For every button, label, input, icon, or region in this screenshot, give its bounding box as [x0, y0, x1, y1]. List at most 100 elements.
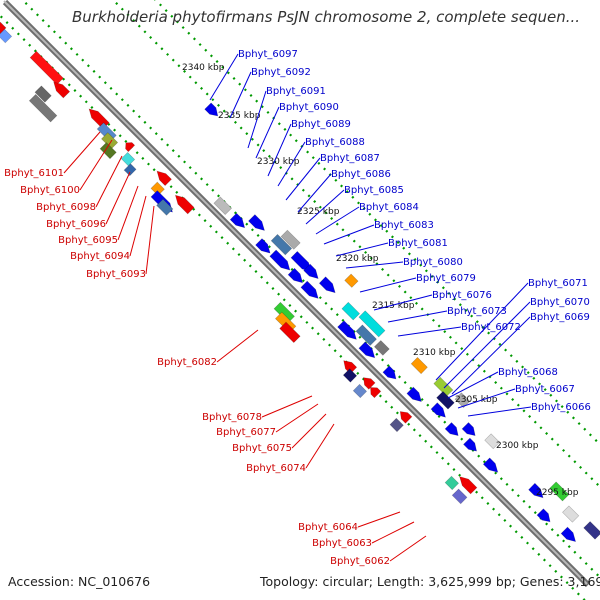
topology-text: Topology: circular; Length: 3,625,999 bp… [260, 574, 600, 589]
forward-gene-label: Bphyt_6088 [305, 137, 365, 148]
forward-gene-labels: Bphyt_6097Bphyt_6092Bphyt_6091Bphyt_6090… [209, 49, 591, 417]
kbp-scale-label: 2325 kbp [297, 207, 340, 217]
reverse-gene-label: Bphyt_6096 [46, 219, 106, 230]
gene-box [352, 383, 368, 399]
gene-box [270, 233, 293, 256]
kbp-scale-label: 2315 kbp [372, 301, 415, 311]
gene-box [444, 475, 460, 491]
forward-leader-line [315, 206, 360, 235]
forward-leader-line [451, 316, 531, 395]
gene-box [436, 390, 455, 410]
gene-box [156, 198, 174, 216]
forward-gene-arrow [406, 386, 422, 403]
accession-text: Accession: NC_010676 [8, 574, 151, 589]
gene-box [341, 301, 361, 321]
forward-leader-line [297, 173, 332, 213]
forward-gene-label: Bphyt_6070 [530, 297, 590, 308]
kbp-scale-label: 2305 kbp [455, 395, 498, 405]
forward-gene-label: Bphyt_6067 [515, 384, 575, 395]
gene-box [120, 151, 136, 167]
reverse-gene-arrow [125, 142, 136, 153]
gene-box [99, 142, 117, 160]
forward-gene-arrow [248, 214, 265, 231]
reverse-leader-line [79, 139, 113, 191]
reverse-leader-line [216, 329, 259, 363]
reverse-leader-line [63, 131, 101, 174]
forward-gene-arrow [269, 249, 291, 271]
forward-gene-arrow [444, 422, 459, 436]
backbone-highlight [3, 0, 588, 585]
reverse-gene-label: Bphyt_6094 [70, 251, 130, 262]
gene-box [433, 376, 454, 397]
forward-gene-label: Bphyt_6084 [359, 202, 419, 213]
forward-leader-line [457, 388, 516, 409]
gene-box [355, 324, 377, 346]
reverse-gene-label: Bphyt_6075 [232, 443, 292, 454]
forward-gene-arrow [528, 482, 544, 499]
gene-box [28, 93, 58, 123]
reverse-gene-label: Bphyt_6078 [202, 412, 262, 423]
forward-gene-label: Bphyt_6072 [461, 322, 521, 333]
reverse-leader-line [389, 535, 427, 562]
forward-gene-label: Bphyt_6097 [238, 49, 298, 60]
forward-gene-label: Bphyt_6076 [432, 290, 492, 301]
gene-box [344, 273, 359, 288]
forward-leader-line [285, 157, 321, 201]
reverse-gene-label: Bphyt_6093 [86, 269, 146, 280]
reverse-leader-line [291, 413, 327, 449]
forward-leader-line [387, 310, 448, 323]
forward-gene-label: Bphyt_6073 [447, 306, 507, 317]
forward-gene-arrow [560, 526, 577, 543]
kbp-scale-label: 2320 kbp [336, 254, 379, 264]
forward-leader-line [435, 282, 529, 381]
forward-gene-arrow [300, 280, 319, 299]
reverse-gene-label: Bphyt_6095 [58, 235, 118, 246]
kbp-scale-label: 2310 kbp [413, 348, 456, 358]
forward-leader-line [443, 301, 531, 389]
forward-leader-line [247, 90, 267, 149]
forward-gene-label: Bphyt_6086 [331, 169, 391, 180]
forward-gene-label: Bphyt_6089 [291, 119, 351, 130]
forward-gene-arrow [358, 341, 376, 359]
forward-gene-label: Bphyt_6083 [374, 220, 434, 231]
reverse-gene-label: Bphyt_6100 [20, 185, 80, 196]
forward-gene-arrow [229, 212, 246, 229]
reverse-gene-arrow [399, 411, 413, 424]
forward-gene-label: Bphyt_6092 [251, 67, 311, 78]
forward-gene-arrow [337, 320, 357, 340]
forward-gene-arrow [461, 422, 476, 436]
forward-gene-label: Bphyt_6090 [279, 102, 339, 113]
reverse-leader-line [275, 403, 319, 433]
gene-box [451, 488, 468, 505]
gene-box [410, 356, 428, 375]
reverse-gene-arrow [53, 81, 71, 99]
gene-box [562, 505, 580, 523]
reverse-gene-label: Bphyt_6064 [298, 522, 358, 533]
reverse-gene-label: Bphyt_6082 [157, 357, 217, 368]
reverse-leader-line [129, 195, 147, 257]
forward-leader-line [267, 123, 292, 177]
reverse-leader-line [305, 423, 335, 469]
reverse-gene-arrow [156, 170, 172, 187]
gene-box [280, 229, 301, 250]
forward-leader-line [305, 189, 345, 225]
reverse-gene-label: Bphyt_6098 [36, 202, 96, 213]
reverse-gene-arrow [459, 476, 478, 495]
reverse-gene-arrow [343, 360, 358, 375]
reverse-gene-label: Bphyt_6063 [312, 538, 372, 549]
gene-box [583, 521, 600, 540]
reverse-leader-line [261, 395, 313, 418]
forward-gene-label: Bphyt_6079 [416, 273, 476, 284]
forward-gene-label: Bphyt_6066 [531, 402, 591, 413]
gene-box [358, 310, 386, 338]
gene-box [0, 28, 13, 44]
gene-box [123, 163, 137, 177]
forward-leader-line [229, 71, 252, 119]
map-title: Burkholderia phytofirmans PsJN chromosom… [72, 8, 581, 26]
gene-box [373, 340, 390, 356]
gene-box [484, 433, 501, 450]
